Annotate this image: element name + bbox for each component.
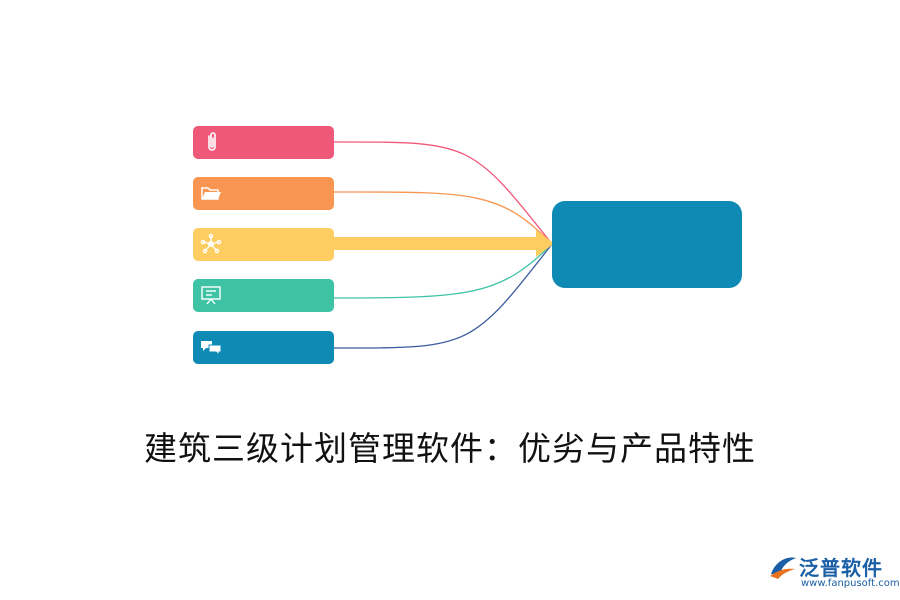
center-node [552,201,742,288]
brand-name: 泛普软件 [799,556,883,580]
network-icon [200,233,222,254]
main-arrow-head [536,230,554,257]
main-arrow-shaft [330,237,538,250]
diagram-item-4 [193,279,334,312]
brand-logo: 泛普软件 www.fanpusoft.com [768,552,900,594]
brand-url: www.fanpusoft.com [801,578,900,589]
connector-line-4 [333,243,553,299]
folder-icon [201,187,221,200]
brand-mark-icon [770,557,796,579]
diagram-item-2 [193,177,334,210]
diagram-item-5 [193,331,334,364]
presentation-board-icon [201,286,221,305]
connector-line-1 [333,141,553,245]
connector-line-2 [333,191,553,245]
diagram-item-3 [193,228,334,261]
paperclip-icon [208,132,216,151]
chat-bubbles-icon [201,341,222,357]
diagram-item-1 [193,126,334,159]
page-title: 建筑三级计划管理软件：优劣与产品特性 [144,429,756,468]
connector-line-5 [333,243,553,349]
